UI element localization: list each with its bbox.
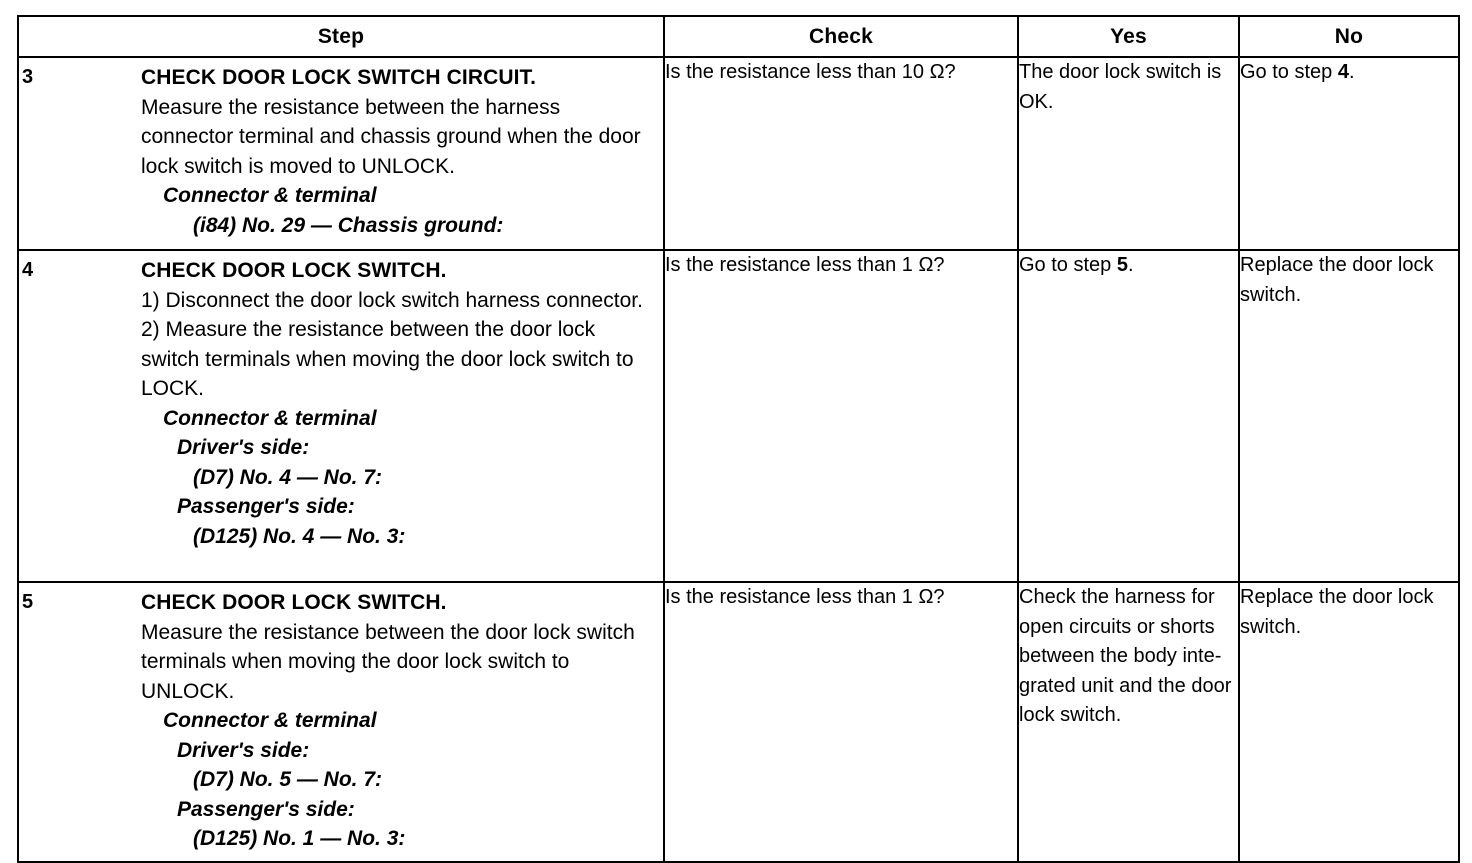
yes-text-prefix: Go to step <box>1019 254 1117 276</box>
table-body: 3 CHECK DOOR LOCK SWITCH CIRCUIT. Measur… <box>17 56 1460 863</box>
connector-line: (D125) No. 4 — No. 3: <box>193 524 406 548</box>
connector-line: Passenger's side: <box>177 495 355 518</box>
no-text-prefix: Go to step <box>1240 61 1338 83</box>
column-header-check: Check <box>663 15 1019 58</box>
yes-cell: Go to step 5. <box>1017 249 1240 583</box>
column-header-no: No <box>1238 15 1460 58</box>
column-header-step-label: Step <box>317 25 365 48</box>
step-title: CHECK DOOR LOCK SWITCH CIRCUIT. <box>141 66 537 89</box>
step-title: CHECK DOOR LOCK SWITCH. <box>141 591 447 614</box>
column-header-yes-label: Yes <box>1110 25 1147 48</box>
step-number: 4 <box>22 259 34 281</box>
column-header-no-label: No <box>1334 25 1364 48</box>
connector-line: Passenger's side: <box>177 797 355 821</box>
table-header-row: Step Check Yes No <box>17 15 1460 58</box>
connector-line: (D7) No. 5 — No. 7: <box>193 768 383 791</box>
connector-line: Driver's side: <box>177 738 310 762</box>
connector-line: (D7) No. 4 — No. 7: <box>193 465 383 489</box>
column-header-step: Step <box>17 15 665 58</box>
connector-line: (i84) No. 29 — Chassis ground: <box>193 213 504 237</box>
step-title: CHECK DOOR LOCK SWITCH. <box>141 259 447 282</box>
table-row: 5 CHECK DOOR LOCK SWITCH. Measure the re… <box>17 581 1460 863</box>
yes-text-suffix: . <box>1127 254 1134 276</box>
diagnostic-procedure-table: Step Check Yes No 3 <box>17 15 1460 863</box>
step-cell: 5 CHECK DOOR LOCK SWITCH. Measure the re… <box>17 581 665 863</box>
check-cell: Is the resistance less than 1 Ω? <box>663 581 1019 863</box>
no-cell: Go to step 4. <box>1238 56 1460 251</box>
no-cell: Replace the door lock switch. <box>1238 581 1460 863</box>
no-step-reference: 4 <box>1337 61 1349 83</box>
check-cell: Is the resistance less than 1 Ω? <box>663 249 1019 583</box>
yes-cell: The door lock switch is OK. <box>1017 56 1240 251</box>
no-cell: Replace the door lock switch. <box>1238 249 1460 583</box>
step-cell: 4 CHECK DOOR LOCK SWITCH. 1) Disconnect … <box>17 249 665 583</box>
connector-line: (D125) No. 1 — No. 3: <box>193 827 406 850</box>
step-number: 3 <box>22 66 34 88</box>
check-cell: Is the resistance less than 10 Ω? <box>663 56 1019 251</box>
column-header-check-label: Check <box>808 25 874 48</box>
connector-heading: Connector & terminal <box>163 709 377 732</box>
step-paragraph: Measure the resistance between the door … <box>141 620 635 703</box>
step-cell: 3 CHECK DOOR LOCK SWITCH CIRCUIT. Measur… <box>17 56 665 251</box>
step-number: 5 <box>22 591 34 613</box>
step-paragraph: 2) Measure the resistance between the do… <box>141 318 634 400</box>
table-row: 3 CHECK DOOR LOCK SWITCH CIRCUIT. Measur… <box>17 56 1460 251</box>
column-header-yes: Yes <box>1017 15 1240 58</box>
connector-heading: Connector & terminal <box>163 406 377 430</box>
table-row: 4 CHECK DOOR LOCK SWITCH. 1) Disconnect … <box>17 249 1460 583</box>
step-paragraph: Measure the resistance between the harne… <box>141 95 641 178</box>
step-paragraph: 1) Disconnect the door lock switch harne… <box>141 288 643 312</box>
table-header: Step Check Yes No <box>17 15 1460 58</box>
connector-line: Driver's side: <box>177 436 310 459</box>
connector-heading: Connector & terminal <box>163 184 377 207</box>
yes-cell: Check the harness for open circuits or s… <box>1017 581 1240 863</box>
no-text-suffix: . <box>1348 61 1355 83</box>
yes-step-reference: 5 <box>1116 254 1128 276</box>
